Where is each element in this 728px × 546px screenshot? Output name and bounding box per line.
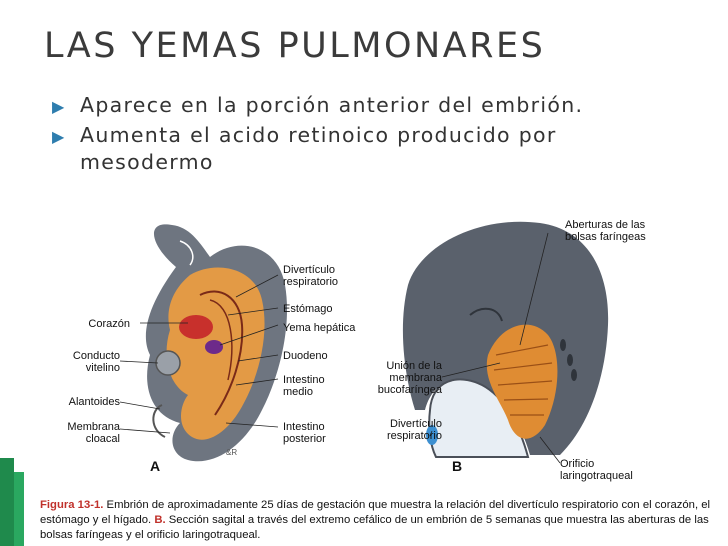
label-duodeno: Duodeno	[283, 350, 328, 362]
label-corazon: Corazón	[88, 318, 130, 330]
label-conducto-vitelino: Conducto vitelino	[72, 350, 120, 374]
figure-caption: Figura 13-1. Embrión de aproximadamente …	[40, 498, 728, 543]
triangle-bullet-icon: ▶	[52, 97, 66, 116]
label-orificio-laringotraqueal: Orificio laringotraqueal	[560, 458, 633, 482]
embryo-b-drawing	[402, 221, 609, 458]
label-membrana-cloacal: Membrana cloacal	[67, 421, 120, 445]
bullet-list: ▶ Aparece en la porción anterior del embr…	[52, 92, 692, 179]
label-alantoides: Alantoides	[68, 396, 120, 408]
label-yema-hepatica: Yema hepática	[283, 322, 356, 334]
panel-label-a: A	[150, 458, 161, 474]
label-diverticulo-respiratorio-b: Divertículo respiratorio	[386, 418, 442, 442]
caption-panel-b-label: B.	[154, 514, 166, 526]
panel-label-b: B	[452, 458, 463, 474]
label-union-membrana: Unión de la membrana bucofaríngea	[377, 360, 442, 396]
triangle-bullet-icon: ▶	[52, 127, 66, 146]
caption-text-part2: Sección sagital a través del extremo cef…	[40, 514, 709, 541]
bullet-text: Aumenta el acido retinoico producido por…	[80, 123, 557, 174]
label-aberturas-bolsas: Aberturas de las bolsas faríngeas	[565, 219, 646, 243]
embryo-illustration: &R	[119, 221, 609, 464]
caption-text-part1: Embrión de aproximadamente 25 días de ge…	[40, 499, 711, 526]
bullet-text: Aparece en la porción anterior del embri…	[80, 93, 584, 117]
bullet-item: ▶ Aparece en la porción anterior del embr…	[52, 92, 692, 119]
decorative-strip	[0, 452, 38, 546]
label-intestino-posterior: Intestino posterior	[283, 421, 326, 445]
label-intestino-medio: Intestino medio	[283, 374, 325, 398]
label-estomago: Estómago	[283, 303, 333, 315]
embryo-a-drawing	[145, 224, 288, 462]
slide-title: LAS YEMAS PULMONARES	[44, 26, 546, 66]
bullet-item: ▶ Aumenta el acido retinoico producido po…	[52, 122, 692, 176]
svg-text:&R: &R	[226, 448, 237, 457]
caption-figure-label: Figura 13-1.	[40, 499, 104, 511]
label-diverticulo-respiratorio-a: Divertículo respiratorio	[283, 264, 339, 288]
